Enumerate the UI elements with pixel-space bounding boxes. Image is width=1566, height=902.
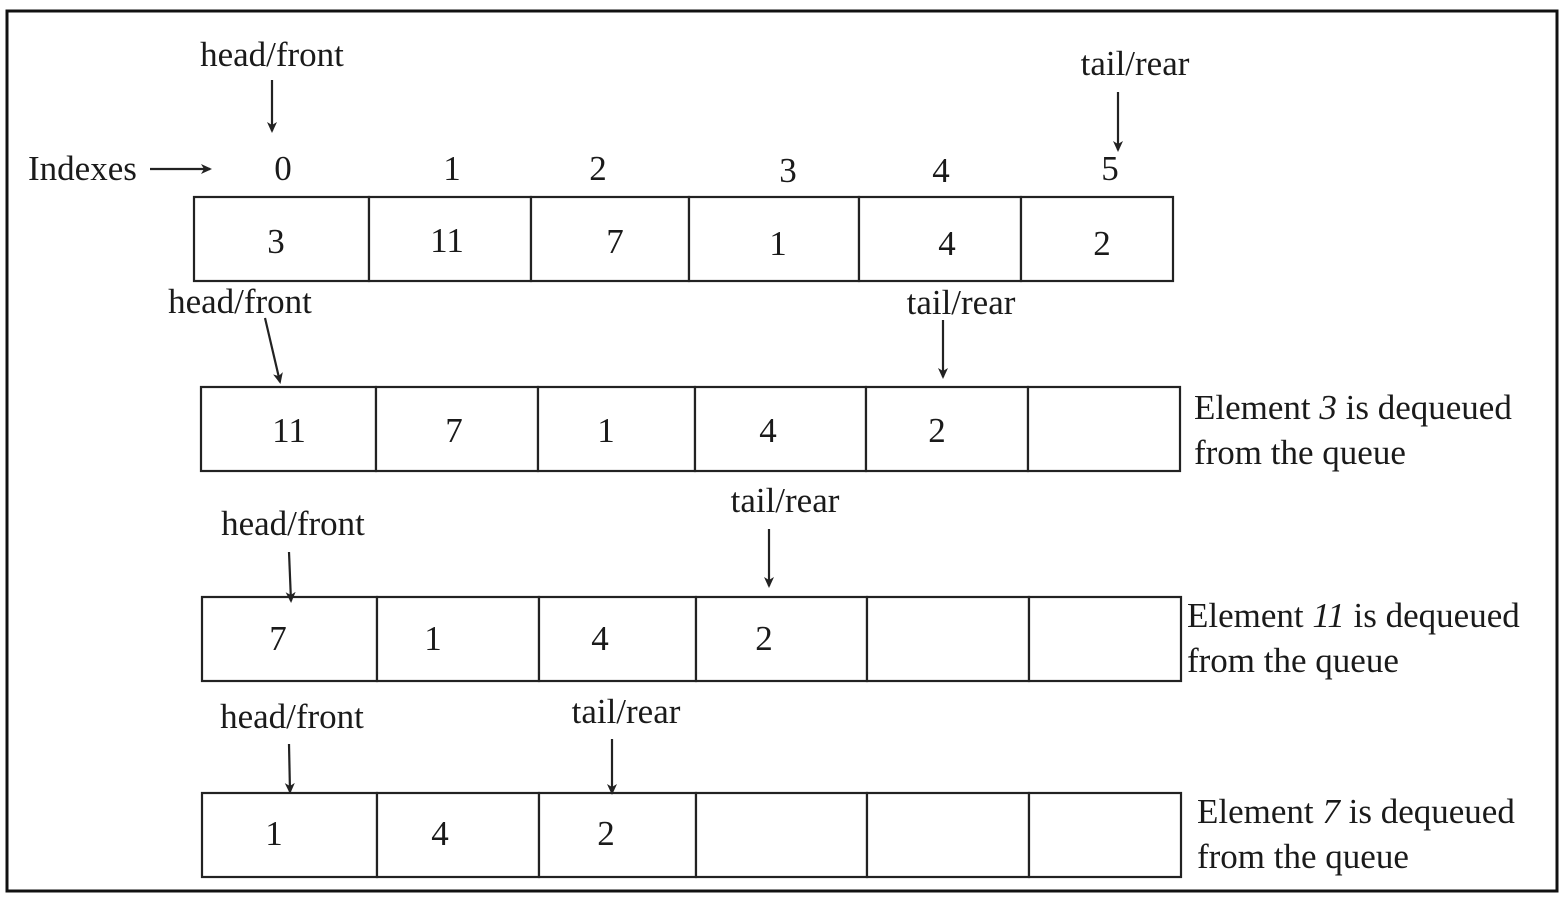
index-label-4: 4 [932, 151, 950, 190]
queue-cell [374, 385, 540, 473]
caption-prefix: Element [1197, 792, 1322, 831]
queue-cell [694, 791, 869, 879]
queue-cell-value: 1 [769, 224, 787, 263]
tail-pointer-label: tail/rear [1081, 44, 1190, 83]
queue-row-0: 3 11 7 1 4 2 head/front tail/rear [192, 35, 1190, 283]
queue-cell-value: 2 [928, 411, 946, 450]
queue-cell-value: 2 [597, 814, 615, 853]
queue-cell [687, 195, 861, 283]
head-pointer-arrow [263, 317, 283, 384]
index-row: 0 1 2 3 4 5 [274, 149, 1119, 190]
queue-cell [537, 595, 698, 683]
caption-suffix: is dequeued [1337, 388, 1512, 427]
dequeue-caption-line2: from the queue [1194, 433, 1406, 472]
caption-element: 11 [1312, 596, 1344, 635]
queue-cell [200, 791, 379, 879]
index-label-0: 0 [274, 149, 292, 188]
caption-prefix: Element [1194, 388, 1319, 427]
queue-cell [375, 791, 541, 879]
outer-frame [5, 9, 1559, 893]
queue-cell-value: 7 [606, 222, 624, 261]
queue-cell [200, 595, 379, 683]
tail-pointer-label: tail/rear [572, 692, 681, 731]
head-pointer-label: head/front [221, 504, 365, 543]
queue-cell-value: 2 [1093, 224, 1111, 263]
queue-cell [693, 385, 868, 473]
queue-cell [864, 385, 1030, 473]
queue-cell [1019, 195, 1175, 283]
head-pointer-label: head/front [220, 697, 364, 736]
index-label-3: 3 [779, 151, 797, 190]
queue-cell-value: 11 [272, 411, 306, 450]
dequeue-caption-line1: Element 3 is dequeued [1194, 388, 1512, 427]
queue-cell [199, 385, 378, 473]
queue-cell [375, 595, 541, 683]
queue-cell-value: 11 [430, 221, 464, 260]
head-pointer-label: head/front [200, 35, 344, 74]
queue-cell-value: 7 [269, 619, 287, 658]
queue-cell [865, 595, 1031, 683]
tail-pointer-label: tail/rear [731, 481, 840, 520]
queue-cell-value: 2 [755, 619, 773, 658]
indexes-label: Indexes [28, 149, 137, 188]
queue-cell [529, 195, 691, 283]
index-label-2: 2 [589, 149, 607, 188]
caption-prefix: Element [1187, 596, 1312, 635]
queue-cell [192, 195, 371, 283]
queue-cell-value: 1 [424, 619, 442, 658]
tail-pointer-label: tail/rear [907, 283, 1016, 322]
queue-cell-value: 3 [267, 222, 285, 261]
queue-cell-value: 4 [938, 224, 956, 263]
caption-element: 3 [1318, 388, 1337, 427]
queue-cell [694, 595, 869, 683]
queue-cell-value: 4 [591, 619, 609, 658]
index-label-1: 1 [443, 149, 461, 188]
queue-cell [537, 791, 698, 879]
queue-cell [536, 385, 697, 473]
dequeue-caption-line2: from the queue [1187, 641, 1399, 680]
head-pointer-label: head/front [168, 282, 312, 321]
queue-cell-value: 7 [445, 411, 463, 450]
caption-element: 7 [1322, 792, 1341, 831]
queue-cell [1027, 791, 1183, 879]
caption-suffix: is dequeued [1340, 792, 1515, 831]
queue-cell [1027, 595, 1183, 683]
queue-cell-value: 1 [265, 814, 283, 853]
dequeue-caption-line1: Element 7 is dequeued [1197, 792, 1515, 831]
caption-suffix: is dequeued [1345, 596, 1520, 635]
queue-cell-value: 1 [597, 411, 615, 450]
queue-cell-value: 4 [759, 411, 777, 450]
queue-cell-value: 4 [431, 814, 449, 853]
queue-cell [1026, 385, 1182, 473]
head-pointer-arrow [284, 743, 295, 794]
dequeue-caption-line2: from the queue [1197, 837, 1409, 876]
head-pointer-arrow [285, 551, 296, 603]
index-label-5: 5 [1101, 149, 1119, 188]
dequeue-caption-line1: Element 11 is dequeued [1187, 596, 1520, 635]
queue-cell [865, 791, 1031, 879]
